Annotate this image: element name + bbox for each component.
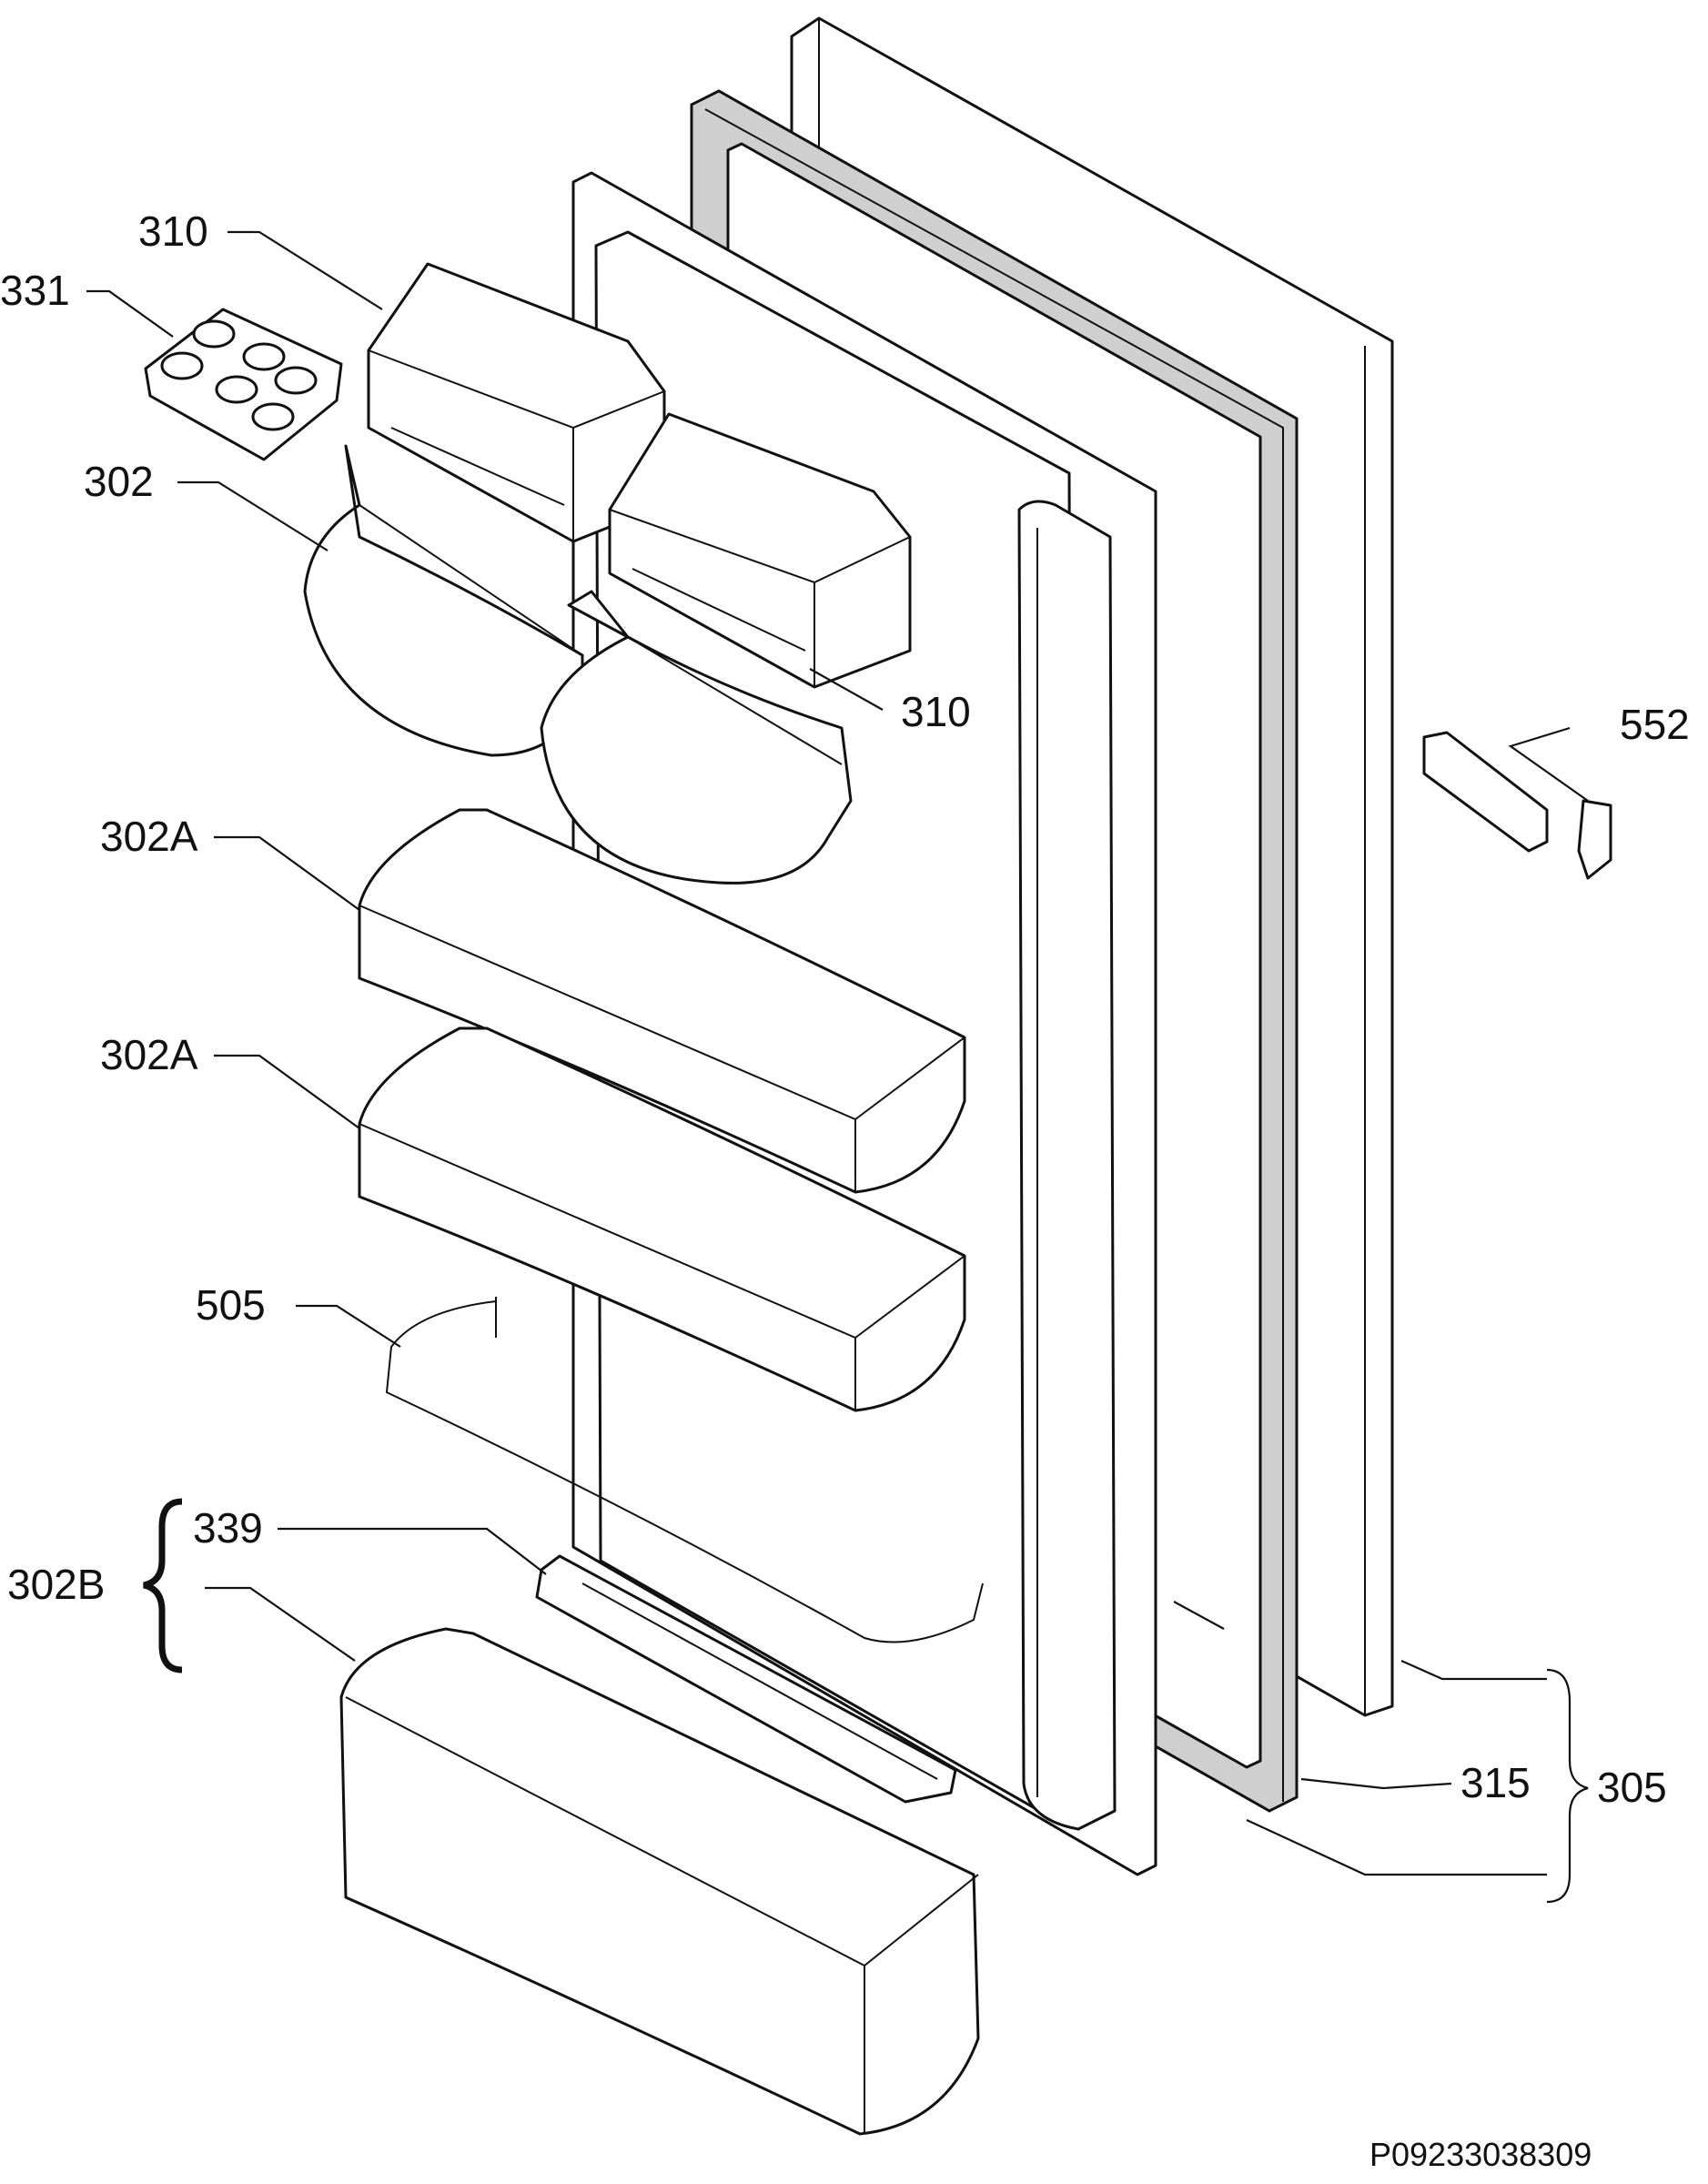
label-302A-upper: 302A: [100, 813, 198, 860]
door-shelf-upper: [358, 808, 966, 1194]
door-shelf-lower: [358, 1026, 966, 1412]
small-door-shelf-right: [540, 590, 853, 885]
label-302A-lower: 302A: [100, 1031, 198, 1078]
label-315: 315: [1460, 1759, 1531, 1806]
small-door-shelf-left: [303, 444, 584, 757]
leader-lines: [86, 230, 1589, 1904]
label-331: 331: [0, 267, 70, 314]
diagram-code: P09233038309: [1369, 2136, 1592, 2173]
label-310-top: 310: [138, 207, 208, 255]
bottom-door-shelf: [339, 1627, 980, 2136]
label-310-lower: 310: [901, 688, 971, 735]
label-552: 552: [1620, 701, 1690, 748]
shelf-grille: [535, 1554, 957, 1804]
hinge-bracket: [1422, 731, 1612, 880]
label-305: 305: [1597, 1764, 1667, 1811]
label-505: 505: [196, 1281, 266, 1329]
label-339: 339: [193, 1504, 263, 1552]
egg-tray: [144, 308, 343, 461]
wire-retainer: [385, 1297, 984, 1643]
label-302: 302: [84, 458, 154, 505]
label-302B: 302B: [7, 1561, 105, 1608]
dairy-compartment-right: [608, 412, 912, 689]
